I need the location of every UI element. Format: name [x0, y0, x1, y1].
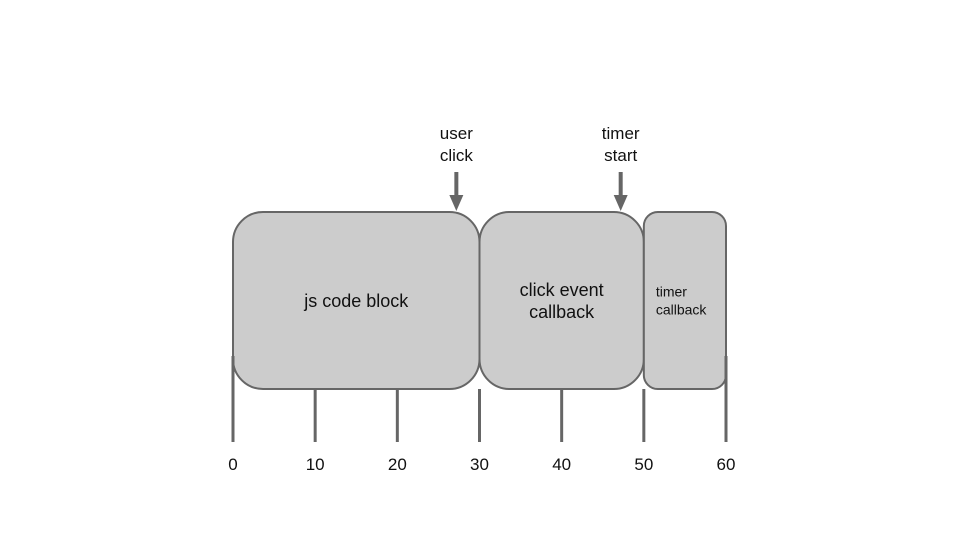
- timer-callback-label: callback: [656, 301, 708, 317]
- tick-label-20: 20: [388, 455, 407, 474]
- tick-label-50: 50: [634, 455, 653, 474]
- tick-label-0: 0: [228, 455, 237, 474]
- click-event-callback-label: click event: [520, 280, 604, 300]
- user-click-label: user: [440, 124, 473, 143]
- user-click-label: click: [440, 146, 474, 165]
- timer-start-label: start: [604, 146, 637, 165]
- tick-label-60: 60: [717, 455, 736, 474]
- timer-callback-label: timer: [656, 283, 687, 299]
- timer-callback-block: timer callback: [642, 211, 727, 390]
- events-layer: user click timer start: [440, 124, 640, 211]
- timer-start-arrow-head-icon: [613, 195, 628, 211]
- user-click-arrow-head-icon: [449, 195, 464, 211]
- click-event-callback-label: callback: [529, 302, 595, 322]
- tick-label-10: 10: [306, 455, 325, 474]
- js-code-block-block: js code block: [232, 211, 481, 390]
- timer-start-event: timer start: [602, 124, 640, 211]
- timeline-axis: 0 10 20 30 40 50 60: [228, 356, 735, 474]
- tick-label-30: 30: [470, 455, 489, 474]
- click-event-callback-shape: [478, 211, 645, 390]
- timer-start-label: timer: [602, 124, 640, 143]
- timer-callback-shape: [642, 211, 727, 390]
- js-code-block-label: js code block: [303, 291, 409, 311]
- user-click-event: user click: [440, 124, 474, 211]
- tick-label-40: 40: [552, 455, 571, 474]
